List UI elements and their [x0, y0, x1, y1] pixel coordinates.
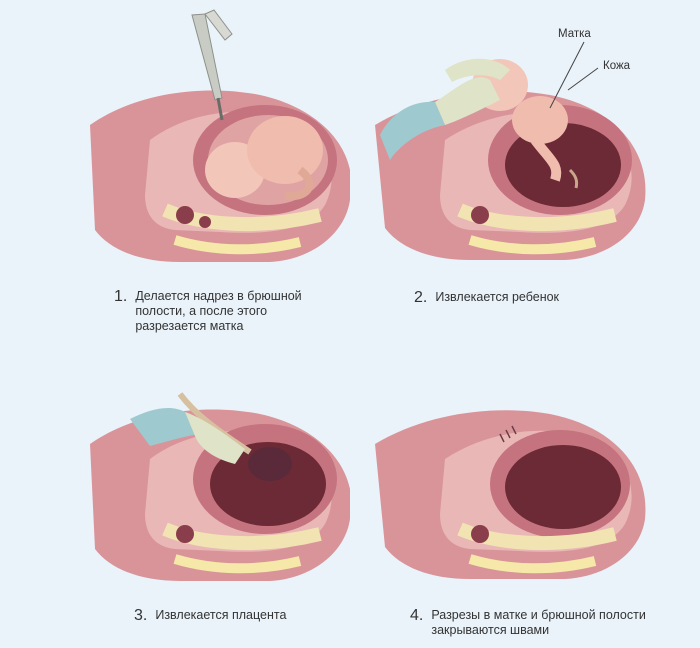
step-number: 1.: [114, 288, 128, 305]
uterus-callout-line: [549, 41, 585, 109]
intestine-loop: [471, 525, 489, 543]
step-3-panel: 3. Извлекается плацента: [0, 324, 350, 648]
step-text: Делается надрез в брюшной полости, а пос…: [135, 289, 302, 333]
step-number: 4.: [410, 607, 424, 624]
step-1-panel: 1. Делается надрез в брюшной полости, а …: [0, 0, 350, 333]
step-2-panel: Матка Кожа 2. Извлекается ребенок: [350, 0, 700, 324]
uterus-cavity: [505, 445, 621, 529]
step-text: Разрезы в матке и брюшной полости закрыв…: [431, 608, 646, 637]
step-text: Извлекается плацента: [155, 608, 287, 622]
step-number: 2.: [414, 289, 428, 306]
step-number: 3.: [134, 607, 148, 624]
step-4-panel: 4. Разрезы в матке и брюшной полости зак…: [350, 324, 700, 648]
gloved-hands: [380, 58, 510, 160]
placenta: [248, 447, 292, 481]
step-4-illustration: [375, 410, 646, 579]
sutures: [499, 425, 517, 443]
step-2-illustration: [375, 41, 646, 260]
step-2-caption: 2. Извлекается ребенок: [414, 290, 654, 306]
step-text: Извлекается ребенок: [435, 290, 560, 304]
step-3-illustration: [90, 392, 350, 581]
skin-label: Кожа: [603, 60, 631, 72]
step-1-illustration: [90, 9, 350, 262]
step-1-caption: 1. Делается надрез в брюшной полости, а …: [114, 289, 334, 334]
uterus-label: Матка: [558, 28, 591, 40]
intestine-loop: [471, 206, 489, 224]
surgical-instrument: [191, 9, 233, 121]
step-3-caption: 3. Извлекается плацента: [134, 608, 334, 624]
step-4-caption: 4. Разрезы в матке и брюшной полости зак…: [410, 608, 660, 638]
gloved-hand: [130, 408, 245, 464]
baby-figure: [205, 116, 323, 200]
intestine-loop: [176, 206, 194, 224]
uterus-cavity: [210, 442, 326, 526]
intestine-loop: [176, 525, 194, 543]
skin-callout-line: [567, 67, 599, 91]
